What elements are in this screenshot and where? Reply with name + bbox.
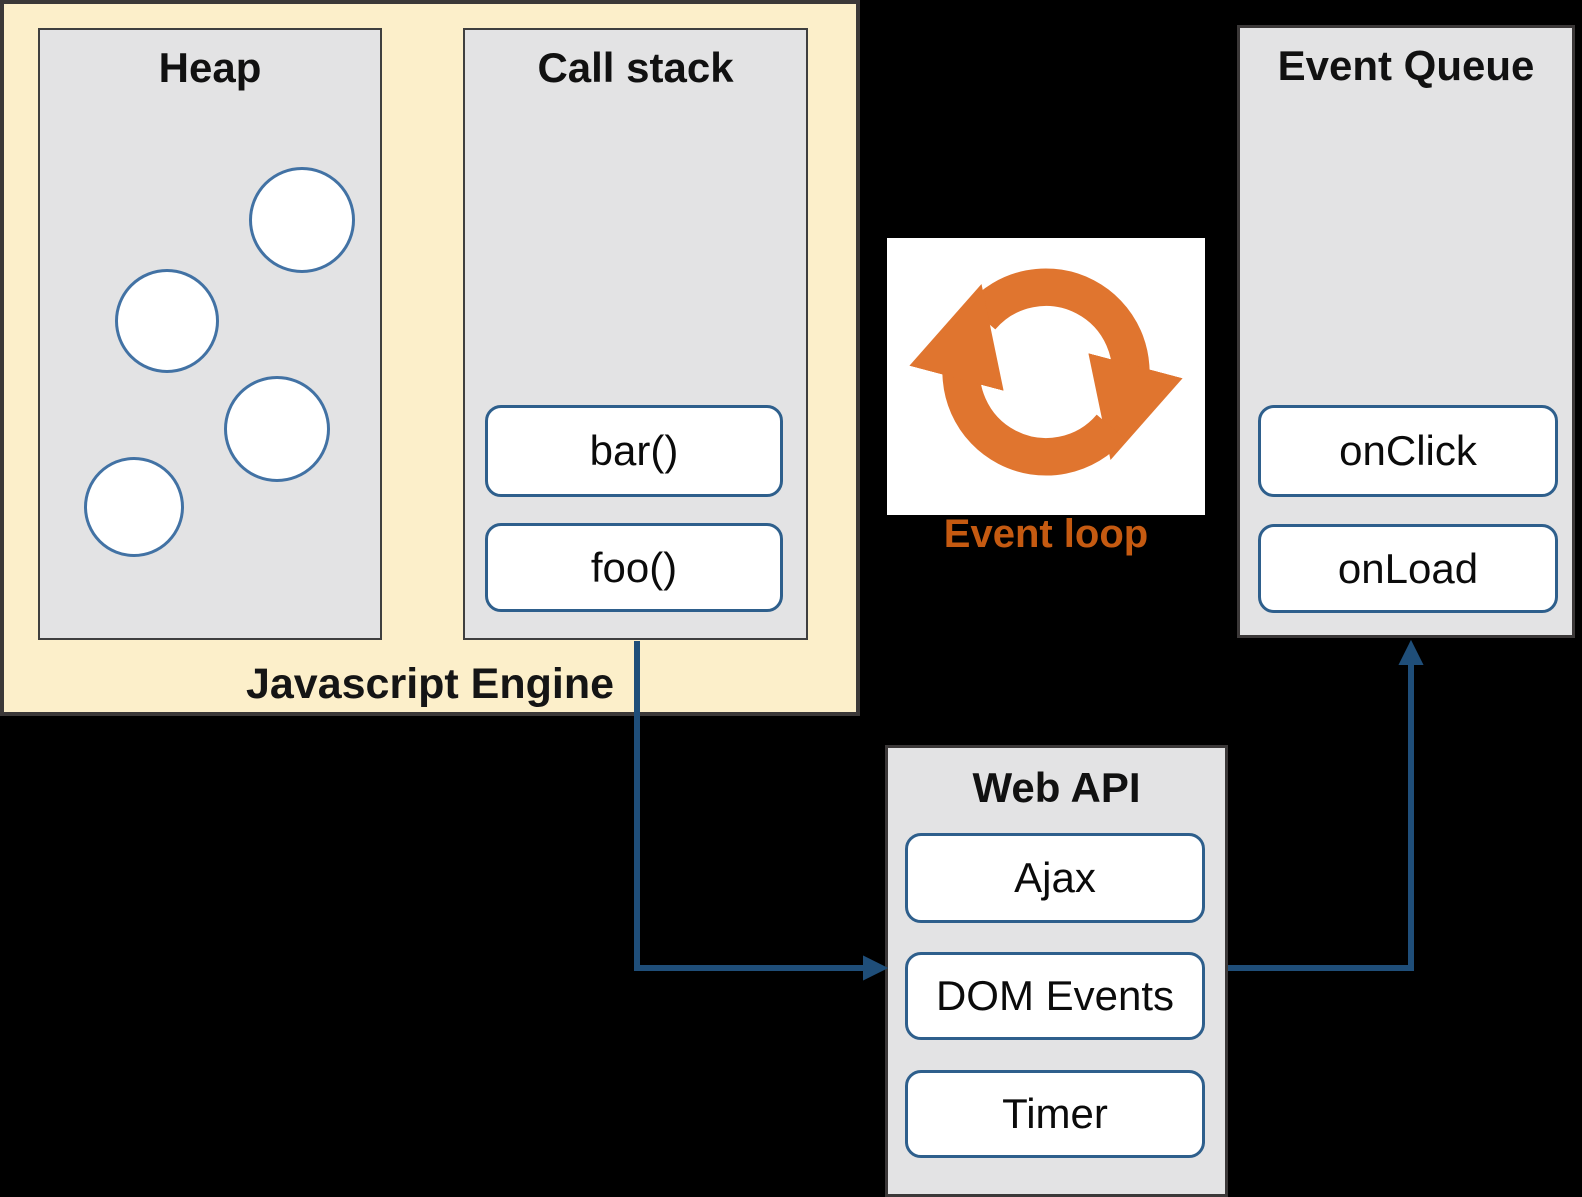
call-stack-title: Call stack xyxy=(537,44,734,91)
heap-object-circle xyxy=(115,269,219,373)
heap-object-circle xyxy=(224,376,330,482)
stack-frame-foo: foo() xyxy=(485,523,783,612)
arrow-webapi-to-eventqueue xyxy=(1228,639,1424,971)
heap-title: Heap xyxy=(158,44,262,91)
event-queue-title: Event Queue xyxy=(1277,42,1535,89)
web-api-item-ajax: Ajax xyxy=(905,833,1205,923)
web-api-title: Web API xyxy=(972,764,1141,811)
queue-item-onclick: onClick xyxy=(1258,405,1558,497)
event-loop-card xyxy=(887,238,1205,515)
queue-item-onload: onLoad xyxy=(1258,524,1558,613)
stack-frame-bar: bar() xyxy=(485,405,783,497)
cycle-arrows-icon xyxy=(909,268,1183,475)
web-api-item-timer: Timer xyxy=(905,1070,1205,1158)
javascript-engine-label: Javascript Engine xyxy=(245,660,615,708)
event-loop-label: Event loop xyxy=(943,512,1149,556)
heap-object-circle xyxy=(249,167,355,273)
web-api-item-dom-events: DOM Events xyxy=(905,952,1205,1040)
heap-object-circle xyxy=(84,457,184,557)
heap-panel: Heap xyxy=(38,28,382,640)
